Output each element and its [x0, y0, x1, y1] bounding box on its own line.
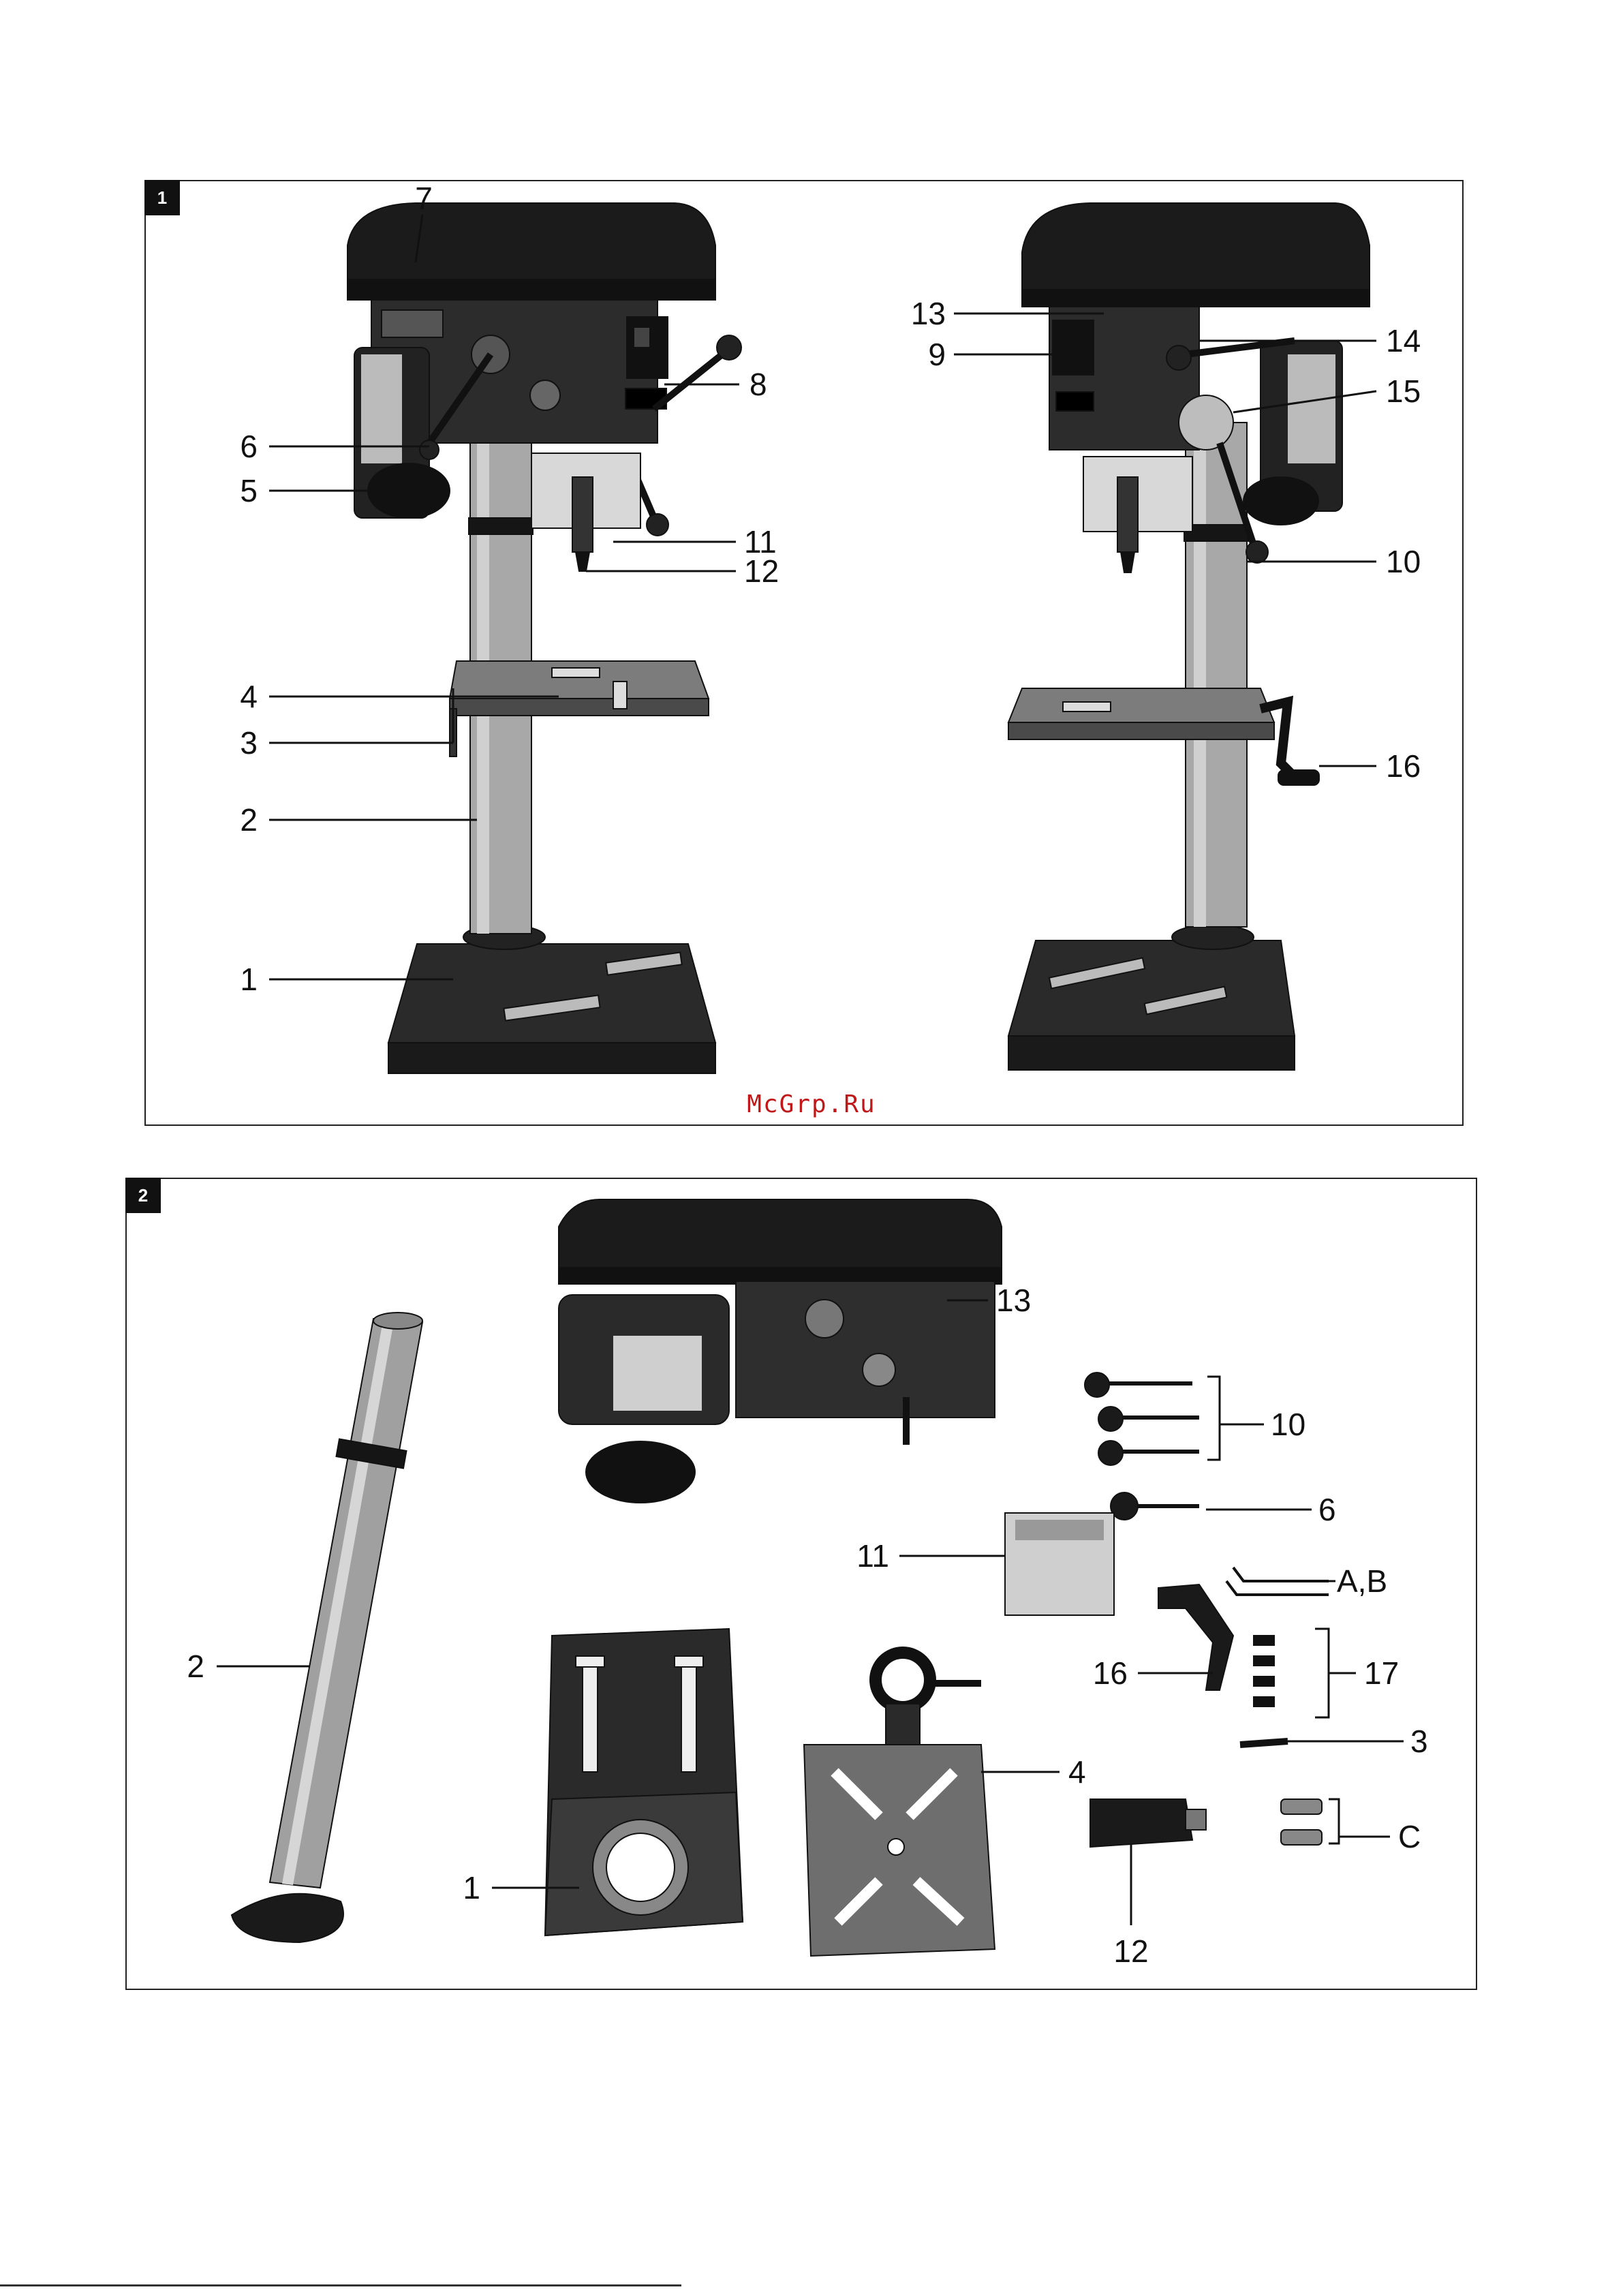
fig2-label-13: 13 [996, 1285, 1031, 1316]
part-crank-handle [1158, 1585, 1233, 1690]
part-hex-keys [1226, 1567, 1329, 1595]
part-table [804, 1653, 995, 1956]
fig2-label-ab: A,B [1337, 1565, 1387, 1597]
fig2-label-1: 1 [463, 1872, 480, 1903]
part-column [232, 1313, 422, 1942]
fig2-label-6: 6 [1318, 1494, 1336, 1525]
footer-rule [0, 2284, 681, 2286]
fig2-label-11: 11 [856, 1540, 889, 1572]
part-handles [1085, 1373, 1220, 1520]
fig2-label-c: C [1398, 1821, 1421, 1852]
fig2-label-3: 3 [1410, 1726, 1428, 1757]
part-base [545, 1629, 743, 1935]
fig2-label-2: 2 [187, 1651, 204, 1682]
fig2-label-12: 12 [1113, 1935, 1148, 1967]
part-depth-rod [1240, 1741, 1288, 1745]
fig2-label-17: 17 [1364, 1657, 1399, 1689]
part-head-assembly [559, 1199, 1002, 1503]
fig2-label-16: 16 [1093, 1657, 1128, 1689]
part-bolts [1254, 1629, 1329, 1717]
part-chuck-guard [1005, 1513, 1114, 1615]
part-nuts [1281, 1799, 1339, 1845]
fig2-label-4: 4 [1068, 1756, 1086, 1788]
fig2-label-10: 10 [1271, 1409, 1305, 1440]
part-drill-chuck [1090, 1799, 1206, 1847]
